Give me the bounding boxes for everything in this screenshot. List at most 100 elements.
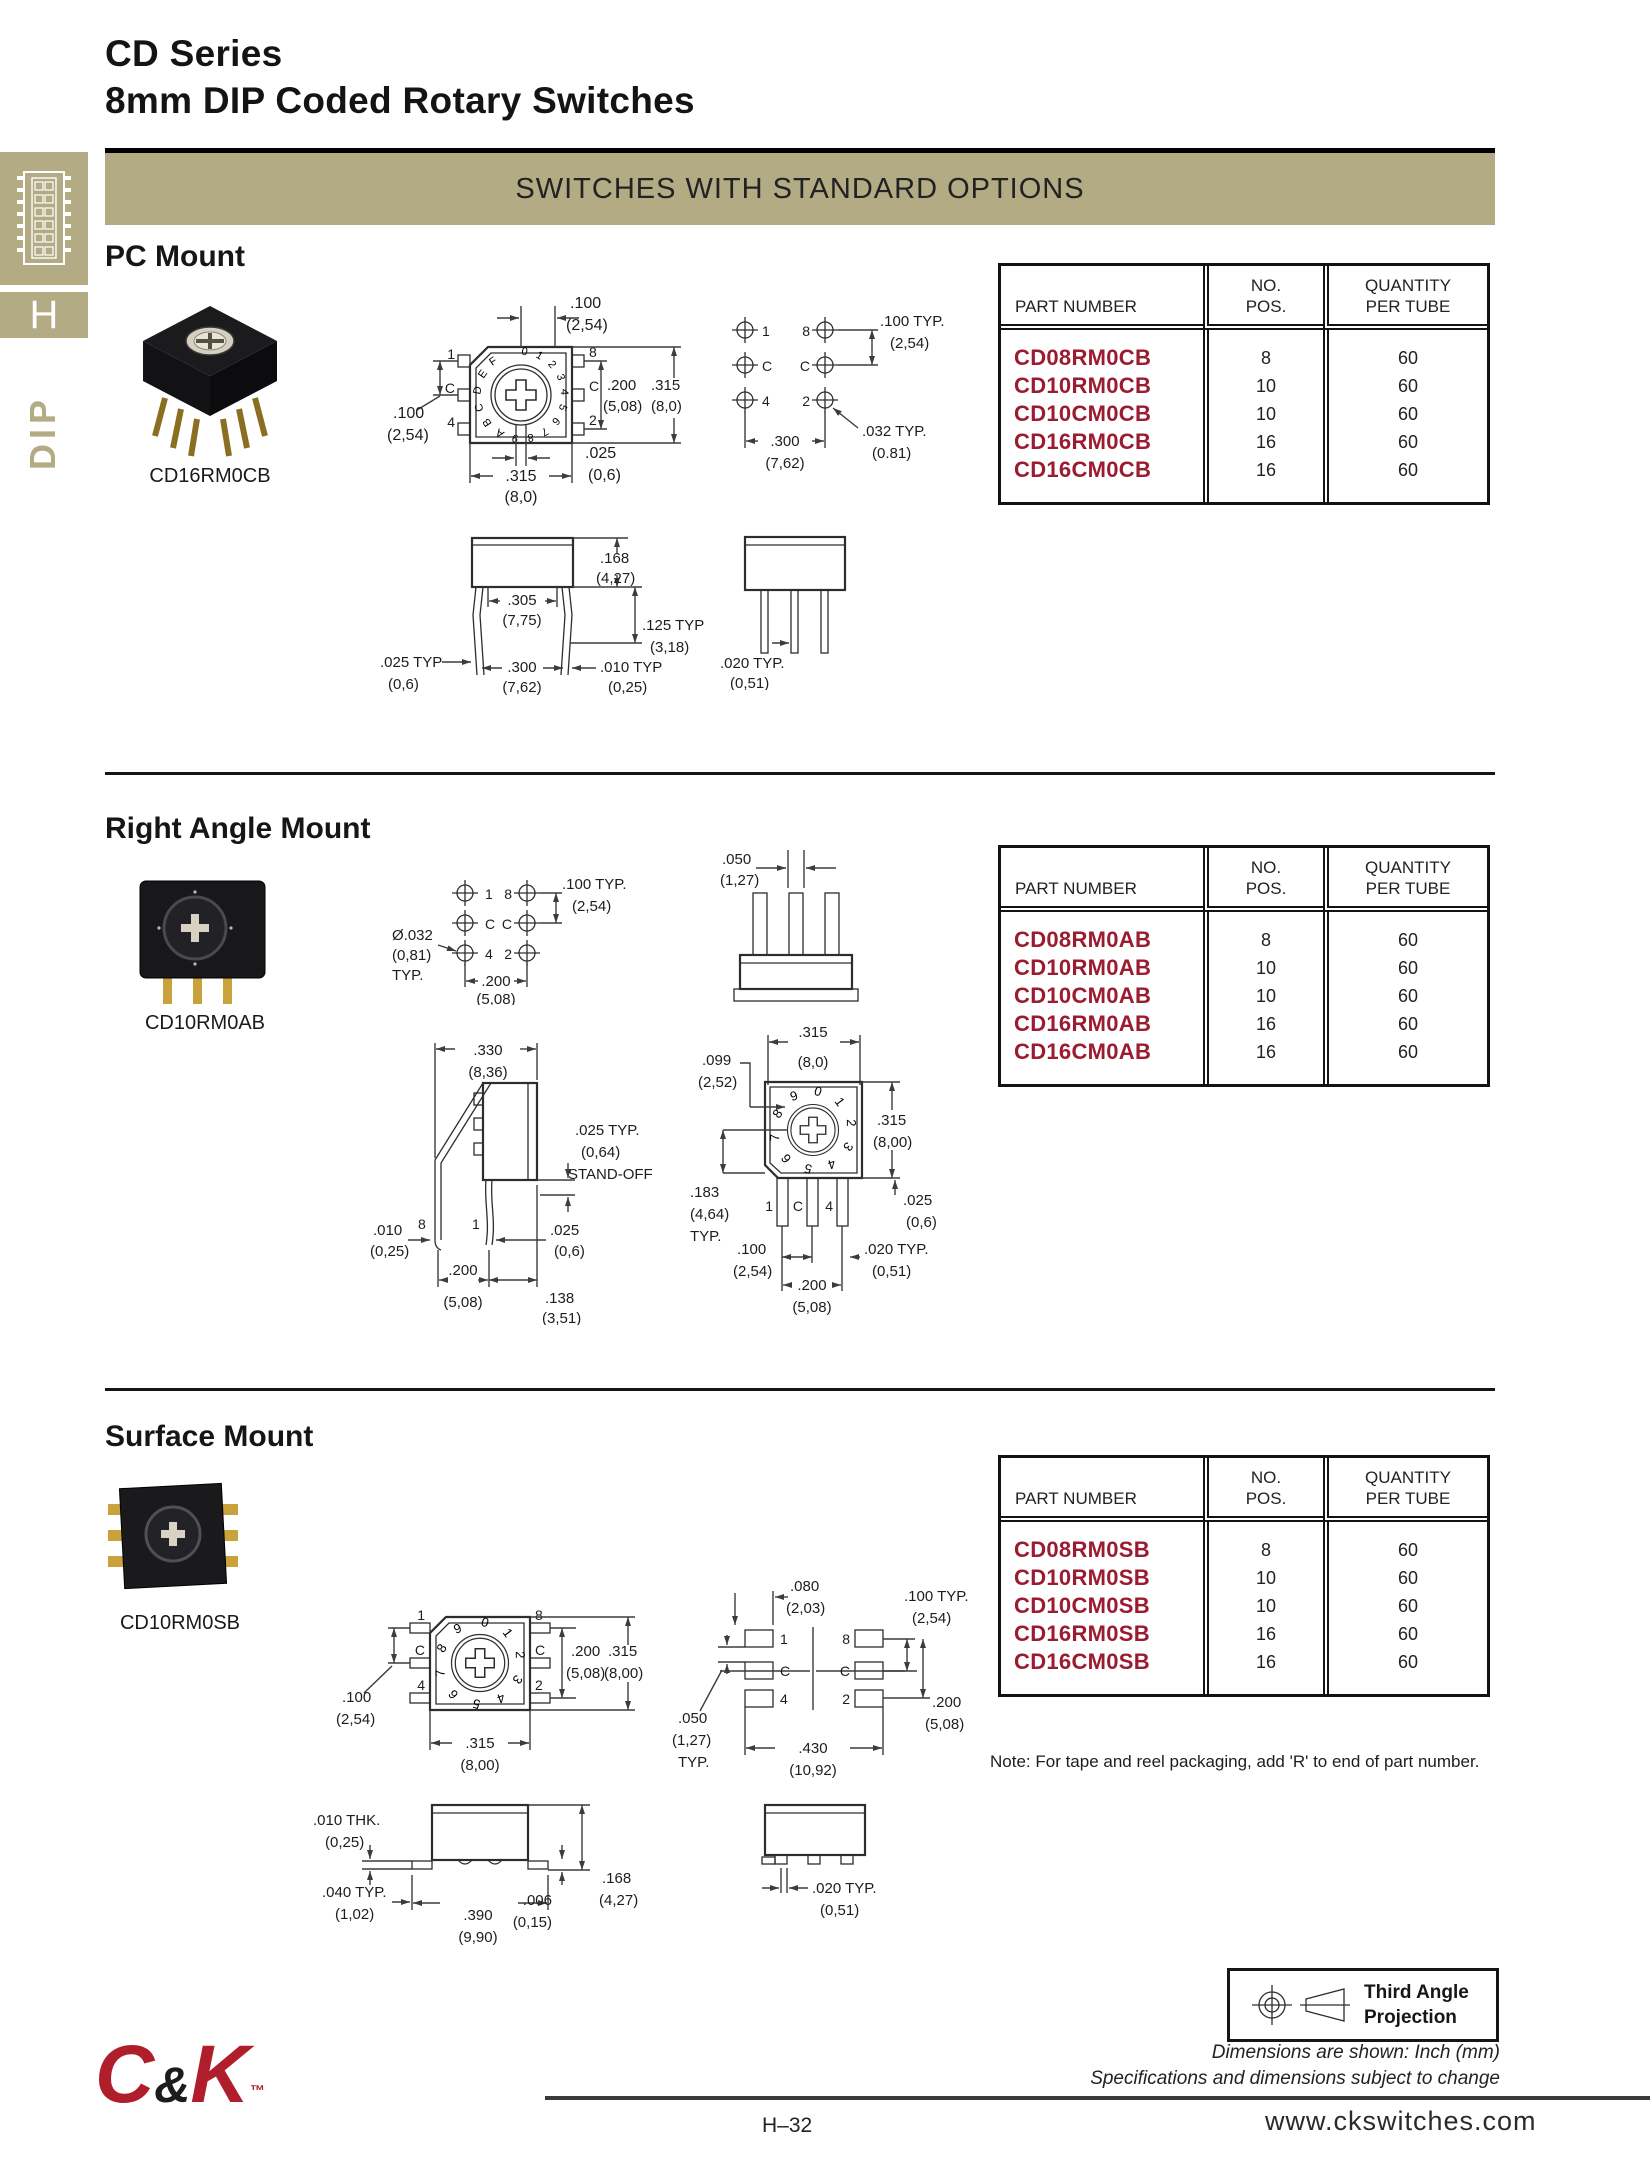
table-col-quantity: 60 60 60 60 60 bbox=[1323, 330, 1487, 502]
dim-label: (10,92) bbox=[789, 1762, 837, 1779]
pin-label: C bbox=[800, 358, 810, 374]
pin-label: 2 bbox=[802, 393, 810, 409]
logo-trademark: ™ bbox=[249, 2082, 265, 2100]
dim-label: .010 TYP bbox=[600, 659, 662, 676]
dim-label: .032 TYP. bbox=[862, 423, 927, 440]
qty-value: 60 bbox=[1397, 432, 1419, 452]
ck-logo: C&K™ bbox=[95, 2034, 265, 2133]
pin-label: C bbox=[762, 358, 772, 374]
dim-label: .390 bbox=[463, 1907, 492, 1924]
table-header-qty: QUANTITY PER TUBE bbox=[1323, 266, 1487, 330]
dim-label: (7,75) bbox=[502, 612, 541, 629]
dim-label: (0,6) bbox=[388, 676, 419, 693]
sidebar-section-tab: H bbox=[0, 292, 88, 338]
pos-value: 10 bbox=[1255, 1596, 1277, 1616]
pos-value: 16 bbox=[1255, 1042, 1277, 1062]
part-number: CD16CM0AB bbox=[1014, 1039, 1152, 1064]
logo-letter-k: K bbox=[190, 2029, 250, 2120]
ra-pcb-pattern-drawing: 1 C 4 8 C 2 .100 TYP. (2,54) Ø.032 (0,81… bbox=[392, 876, 627, 1005]
dim-label: .168 bbox=[600, 550, 629, 567]
dim-label: .025 bbox=[585, 445, 616, 462]
dip-switch-icon bbox=[17, 171, 71, 265]
pin-label: 1 bbox=[485, 886, 493, 902]
pin-label: 8 bbox=[589, 344, 597, 360]
qty-value: 60 bbox=[1397, 1652, 1419, 1672]
qty-value: 60 bbox=[1397, 1568, 1419, 1588]
dim-label: (8,00) bbox=[604, 1665, 643, 1682]
pos-value: 16 bbox=[1255, 432, 1277, 452]
page-title: CD Series 8mm DIP Coded Rotary Switches bbox=[105, 30, 695, 124]
dim-label: (3,51) bbox=[542, 1310, 581, 1325]
pin-label: C bbox=[415, 1642, 425, 1658]
dim-label: (5,08) bbox=[566, 1665, 605, 1682]
section-divider bbox=[105, 1388, 1495, 1391]
sm-pad-layout-drawing: 1 C 4 8 C 2 .080 (2,03) .100 TYP. (2,54)… bbox=[672, 1578, 969, 1779]
pc-side-view-drawing: .020 TYP. (0,51) bbox=[720, 535, 847, 690]
qty-value: 60 bbox=[1397, 1042, 1419, 1062]
part-number: CD10CM0CB bbox=[1014, 401, 1152, 426]
pos-value: 16 bbox=[1255, 1014, 1277, 1034]
pos-value: 8 bbox=[1260, 348, 1271, 368]
sm-side-view-drawing: .010 THK. (0,25) .040 TYP. (1,02) .390 (… bbox=[313, 1803, 638, 1945]
dim-label: (2,54) bbox=[733, 1263, 772, 1280]
dim-label: .183 bbox=[690, 1184, 719, 1201]
part-number: CD08RM0AB bbox=[1014, 927, 1152, 952]
qty-value: 60 bbox=[1397, 986, 1419, 1006]
pos-value: 10 bbox=[1255, 404, 1277, 424]
title-line-1: CD Series bbox=[105, 33, 283, 74]
pin-label: 4 bbox=[485, 946, 493, 962]
pc-top-view-drawing: 0123456789ABCDEF 1 C 4 8 C 2 .100 (2,54)… bbox=[387, 295, 682, 506]
logo-letter-c: C bbox=[95, 2029, 155, 2120]
pad-label: 1 bbox=[780, 1631, 788, 1647]
pad-label: 4 bbox=[780, 1691, 788, 1707]
dim-label: .300 bbox=[770, 433, 799, 450]
pc-mount-table: PART NUMBER NO. POS. QUANTITY PER TUBE C… bbox=[998, 263, 1490, 505]
dim-label: (0,51) bbox=[872, 1263, 911, 1280]
pin-label: 8 bbox=[504, 886, 512, 902]
dim-label: (0.81) bbox=[872, 445, 911, 462]
projection-line-2: Projection bbox=[1364, 2007, 1457, 2028]
website-link[interactable]: www.ckswitches.com bbox=[1265, 2106, 1537, 2136]
dim-label: (8,0) bbox=[505, 489, 538, 506]
dim-label: (4,27) bbox=[599, 1892, 638, 1909]
title-line-2: 8mm DIP Coded Rotary Switches bbox=[105, 80, 695, 121]
dim-label: .025 TYP. bbox=[575, 1122, 640, 1139]
dim-label: .050 bbox=[722, 851, 751, 868]
dim-label: (5,08) bbox=[443, 1294, 482, 1311]
dim-label: .168 bbox=[602, 1870, 631, 1887]
sidebar-tab-letter: H bbox=[29, 292, 59, 337]
product-photo-pc-mount bbox=[143, 306, 277, 457]
dim-label: .125 TYP bbox=[642, 617, 704, 634]
pin-label: 1 bbox=[765, 1198, 773, 1214]
dim-label: .080 bbox=[790, 1578, 819, 1595]
table-col-quantity: 60 60 60 60 60 bbox=[1323, 1522, 1487, 1694]
dim-label: (2,54) bbox=[387, 427, 429, 444]
qty-value: 60 bbox=[1397, 958, 1419, 978]
logo-ampersand: & bbox=[154, 2057, 191, 2113]
dim-label: .010 bbox=[373, 1222, 402, 1239]
dim-label: (4,27) bbox=[596, 570, 635, 587]
dim-label: .305 bbox=[507, 592, 536, 609]
table-header-part: PART NUMBER bbox=[1001, 848, 1203, 912]
dim-label: (2,54) bbox=[336, 1711, 375, 1728]
part-number: CD08RM0CB bbox=[1014, 345, 1152, 370]
photo-caption-right-angle: CD10RM0AB bbox=[144, 1012, 266, 1034]
dim-label: (8,00) bbox=[873, 1134, 912, 1151]
pad-label: 2 bbox=[842, 1691, 850, 1707]
dim-label: (5,08) bbox=[603, 398, 642, 415]
pin-label: 1 bbox=[447, 346, 455, 362]
dim-label: (1,02) bbox=[335, 1906, 374, 1923]
dim-label: (8,36) bbox=[468, 1064, 507, 1081]
dim-label: .430 bbox=[798, 1740, 827, 1757]
right-angle-table: PART NUMBER NO. POS. QUANTITY PER TUBE C… bbox=[998, 845, 1490, 1087]
dim-label: .020 TYP. bbox=[864, 1241, 929, 1258]
dim-label: .100 bbox=[342, 1689, 371, 1706]
dim-label: .020 TYP. bbox=[720, 655, 785, 672]
dim-label: .050 bbox=[678, 1710, 707, 1727]
projection-line-1: Third Angle bbox=[1364, 1982, 1469, 2003]
qty-value: 60 bbox=[1397, 376, 1419, 396]
part-number: CD16RM0CB bbox=[1014, 429, 1152, 454]
dim-label: (7,62) bbox=[502, 679, 541, 696]
pin-label: 1 bbox=[762, 323, 770, 339]
dim-label: (0,6) bbox=[906, 1214, 937, 1231]
